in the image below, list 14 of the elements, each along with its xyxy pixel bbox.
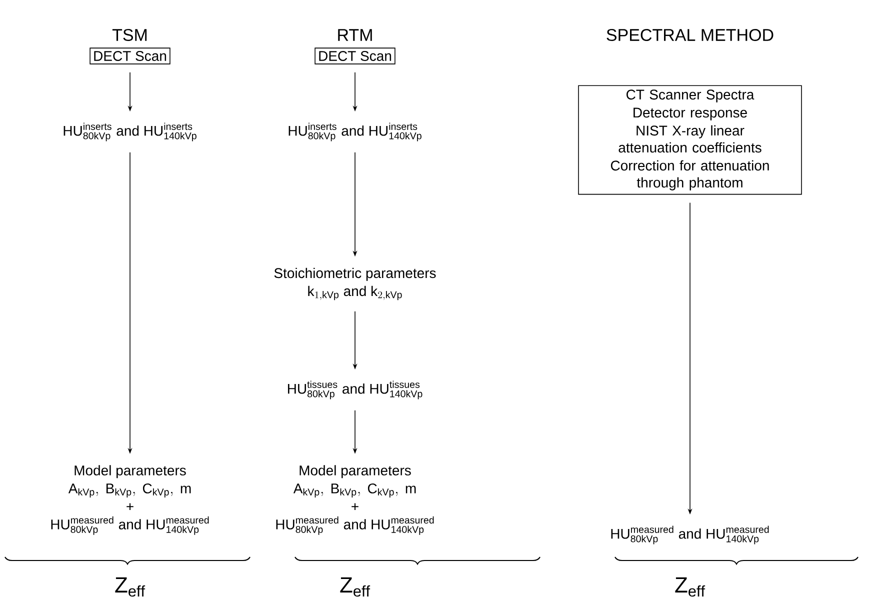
input-box: CT Scanner Spectra Detector response NIST X-ray linear attenuation coefficients Correction for attenuation through phantom — [578, 85, 802, 195]
process-step: $\mathrm{HU}^{\mathrm{inserts}}_{\mathrm{80kVp}}\ \mathrm{and}\ \mathrm{HU}^{\mathrm{inserts}}_{\mathrm{140kVp}}$ — [288, 122, 422, 142]
result-symbol: $\mathrm{Z}_{\mathrm{eff}}$ — [115, 577, 146, 597]
process-step: Model parameters $\mathrm{A}_{\mathrm{kVp}},\ \mathrm{B}_{\mathrm{kVp}},\ \mathrm{C}_{\mathrm{kVp}},\ \mathrm{m}$ + $\mathrm{HU}^{\mathrm{measured}}_{\mathrm{80kVp}}\ \mathrm{and}\ \mathrm{HU}^{\mathrm{measured}}_{\mathrm{140kVp}}$ — [276, 465, 434, 535]
process-box: DECT Scan — [314, 48, 396, 64]
column-heading: SPECTRAL METHOD — [606, 28, 774, 42]
result-symbol: $\mathrm{Z}_{\mathrm{eff}}$ — [340, 577, 370, 597]
process-step: $\mathrm{HU}^{\mathrm{measured}}_{\mathrm{80kVp}}\ \mathrm{and}\ \mathrm{HU}^{\mathrm{measured}}_{\mathrm{140kVp}}$ — [611, 526, 769, 544]
result-symbol: $\mathrm{Z}_{\mathrm{eff}}$ — [675, 577, 706, 597]
process-step: Model parameters $\mathrm{A}_{\mathrm{kVp}},\ \mathrm{B}_{\mathrm{kVp}},\ \mathrm{C}_{\mathrm{kVp}},\ \mathrm{m}$ + $\mathrm{HU}^{\mathrm{measured}}_{\mathrm{80kVp}}\ \mathrm{and}\ \mathrm{HU}^{\mathrm{measured}}_{\mathrm{140kVp}}$ — [51, 465, 209, 535]
process-step: $\mathrm{HU}^{\mathrm{tissues}}_{\mathrm{80kVp}}\ \mathrm{and}\ \mathrm{HU}^{\mathrm{tissues}}_{\mathrm{140kVp}}$ — [288, 380, 422, 400]
process-step: Stoichiometric parameters $\mathrm{k}_{1,\mathrm{kVp}}\ \mathrm{and}\ \mathrm{k}_{2,\mathrm{kVp}}$ — [274, 268, 436, 300]
process-step: $\mathrm{HU}^{\mathrm{inserts}}_{\mathrm{80kVp}}\ \mathrm{and}\ \mathrm{HU}^{\mathrm{inserts}}_{\mathrm{140kVp}}$ — [64, 122, 196, 142]
process-box: DECT Scan — [90, 48, 170, 64]
